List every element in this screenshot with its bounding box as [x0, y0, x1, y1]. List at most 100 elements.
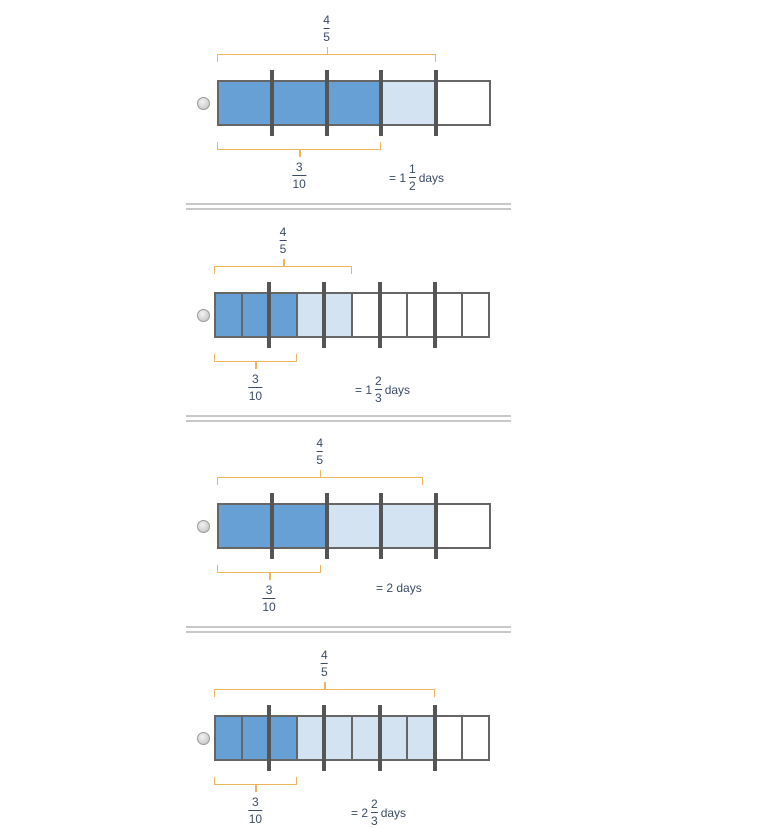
top-bracket-tick	[324, 682, 326, 689]
top-fraction-label-bar	[316, 451, 324, 452]
bottom-fraction-label-numerator: 3	[252, 372, 259, 386]
bottom-bracket	[214, 354, 297, 362]
top-fraction-label-denominator: 5	[323, 30, 330, 44]
radio-button[interactable]	[197, 732, 210, 745]
top-fraction-label-denominator: 5	[321, 665, 328, 679]
bottom-fraction-label-denominator: 10	[248, 812, 263, 826]
bottom-fraction-label-denominator: 10	[262, 600, 276, 614]
option-separator	[186, 415, 511, 422]
cell-shaded-light	[325, 717, 354, 759]
top-fraction-label-bar	[323, 28, 330, 29]
whole-divider	[267, 282, 272, 348]
whole-divider	[324, 70, 329, 136]
cell-shaded-dark	[216, 717, 244, 759]
radio-button[interactable]	[197, 97, 210, 110]
result-prefix: = 1	[389, 170, 407, 185]
cell-shaded-dark	[270, 294, 299, 336]
bottom-fraction-label-denominator: 10	[248, 389, 263, 403]
whole-divider	[324, 493, 329, 559]
bottom-fraction-label-bar	[262, 598, 276, 599]
whole-divider	[269, 70, 274, 136]
bottom-bracket-tick	[269, 573, 271, 580]
cell-shaded-dark	[270, 717, 299, 759]
whole-divider	[432, 282, 437, 348]
fraction-bar	[214, 292, 490, 338]
cell-empty	[380, 294, 408, 336]
whole-divider	[322, 282, 327, 348]
bottom-fraction-label-bar	[248, 810, 263, 811]
cell-shaded-light	[407, 717, 436, 759]
cell-shaded-light	[382, 505, 437, 547]
cell-empty	[435, 294, 463, 336]
result-prefix: = 2	[351, 805, 369, 820]
bottom-fraction-label-numerator: 3	[252, 795, 259, 809]
top-bracket	[217, 54, 437, 62]
whole-divider	[379, 493, 384, 559]
bottom-bracket	[217, 565, 322, 573]
cell-empty	[407, 294, 436, 336]
result-fraction-bar	[371, 812, 378, 813]
cell-shaded-dark	[327, 82, 383, 124]
result-fraction-denominator: 3	[371, 814, 378, 828]
result-fraction-numerator: 2	[375, 374, 382, 388]
result-suffix: days	[384, 382, 411, 397]
whole-divider	[379, 70, 384, 136]
top-fraction-label-numerator: 4	[323, 13, 330, 27]
cell-shaded-dark	[216, 294, 244, 336]
cell-shaded-dark	[273, 82, 328, 124]
bottom-fraction-label-numerator: 3	[295, 160, 303, 174]
result-fraction-bar	[375, 389, 382, 390]
top-bracket	[214, 689, 435, 697]
cell-empty	[436, 505, 490, 547]
bottom-bracket	[214, 777, 297, 785]
radio-button[interactable]	[197, 520, 210, 533]
whole-divider	[267, 705, 272, 771]
whole-divider	[434, 70, 439, 136]
whole-divider	[432, 705, 437, 771]
cell-shaded-light	[325, 294, 354, 336]
option-separator	[186, 203, 511, 210]
result-fraction-numerator: 2	[371, 797, 378, 811]
top-fraction-label-denominator: 5	[279, 242, 287, 256]
bottom-fraction-label-numerator: 3	[265, 583, 273, 597]
result-prefix: = 1	[355, 382, 373, 397]
cell-shaded-light	[353, 717, 381, 759]
cell-shaded-dark	[273, 505, 328, 547]
cell-empty	[353, 294, 381, 336]
result-suffix: days	[380, 805, 407, 820]
result-fraction-bar	[409, 177, 416, 178]
bottom-fraction-label-bar	[292, 175, 306, 176]
top-fraction-label-bar	[321, 663, 328, 664]
top-bracket	[214, 266, 352, 274]
top-fraction-label-numerator: 4	[316, 436, 324, 450]
result-fraction-denominator: 3	[375, 391, 382, 405]
cell-shaded-light	[327, 505, 383, 547]
bottom-fraction-label-denominator: 10	[292, 177, 306, 191]
bottom-bracket-tick	[255, 362, 257, 369]
cell-shaded-dark	[219, 82, 274, 124]
option-separator	[186, 626, 511, 633]
cell-shaded-light	[380, 717, 408, 759]
result-prefix: = 2 days	[376, 581, 422, 595]
radio-button[interactable]	[197, 309, 210, 322]
cell-shaded-light	[382, 82, 437, 124]
bottom-fraction-label-bar	[248, 387, 263, 388]
whole-divider	[269, 493, 274, 559]
top-bracket-tick	[283, 259, 285, 266]
